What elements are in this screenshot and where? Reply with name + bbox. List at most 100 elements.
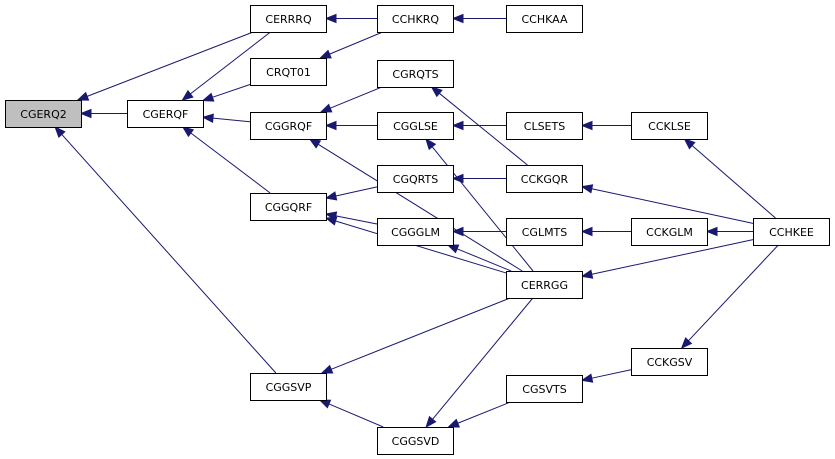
edge-cerrgg-to-cggsvp xyxy=(320,297,511,374)
arrowhead-icon xyxy=(580,184,594,194)
node-cchkaa[interactable]: CCHKAA xyxy=(506,5,583,33)
node-cckgqr[interactable]: CCKGQR xyxy=(506,165,583,193)
node-cckgsv[interactable]: CCKGSV xyxy=(631,348,708,376)
arrowhead-icon xyxy=(580,373,594,383)
node-label: CGSVTS xyxy=(522,383,566,396)
edge-line xyxy=(591,188,754,224)
node-clsets[interactable]: CLSETS xyxy=(506,112,583,140)
arrowhead-icon xyxy=(451,13,464,24)
arrowhead-icon xyxy=(680,337,693,349)
edge-cgerqf-to-cgerq2 xyxy=(79,108,127,119)
edge-cckglm-to-cglmts xyxy=(580,226,631,237)
edge-cerrgg-to-cgglse xyxy=(425,137,534,272)
node-cggqrf[interactable]: CGGQRF xyxy=(250,193,327,221)
node-box xyxy=(506,5,583,33)
edge-crqt01-to-cgerqf xyxy=(201,84,251,102)
node-cgerqf[interactable]: CGERQF xyxy=(127,100,204,128)
node-ccklse[interactable]: CCKLSE xyxy=(631,112,708,140)
node-label: CGGSVP xyxy=(266,381,312,394)
edge-line xyxy=(61,134,277,374)
arrowhead-icon xyxy=(54,125,66,138)
arrowhead-icon xyxy=(451,120,464,131)
node-cckglm[interactable]: CCKGLM xyxy=(631,218,708,246)
arrowhead-icon xyxy=(446,244,460,254)
node-label: CERRGG xyxy=(521,279,568,292)
node-box xyxy=(377,60,454,88)
node-box xyxy=(377,112,454,140)
arrowhead-icon xyxy=(181,89,194,101)
edge-line xyxy=(457,401,511,424)
edge-cgrqts-to-cggrqf xyxy=(319,86,383,113)
node-cgsvts[interactable]: CGSVTS xyxy=(506,375,583,403)
arrowhead-icon xyxy=(580,120,593,131)
edge-cggsvp-to-cgerq2 xyxy=(54,125,277,374)
node-cgqrts[interactable]: CGQRTS xyxy=(377,165,454,193)
arrowhead-icon xyxy=(201,113,214,123)
node-box xyxy=(377,165,454,193)
edge-cchkrq-to-cerrrq xyxy=(324,13,377,24)
arrowhead-icon xyxy=(318,399,332,409)
node-cggglm[interactable]: CGGGLM xyxy=(377,218,454,246)
edge-cerrrq-to-cgerq2 xyxy=(76,31,254,101)
node-box xyxy=(250,112,327,140)
edge-cerrgg-to-cggrqf xyxy=(308,138,523,272)
node-cerrrq[interactable]: CERRRQ xyxy=(250,5,327,33)
edge-line xyxy=(86,31,254,97)
edge-line xyxy=(190,31,271,95)
arrowhead-icon xyxy=(201,92,215,102)
edge-cckgqr-to-cgrqts xyxy=(430,86,528,166)
node-label: CRQT01 xyxy=(266,66,311,79)
node-label: CGGRQF xyxy=(265,120,312,133)
edge-line xyxy=(212,84,251,98)
arrowhead-icon xyxy=(580,269,594,279)
edge-line xyxy=(212,117,251,123)
edge-cckgsv-to-cgsvts xyxy=(580,369,632,383)
node-box xyxy=(506,218,583,246)
arrowhead-icon xyxy=(451,226,464,237)
node-label: CCKGSV xyxy=(647,356,693,369)
edge-line xyxy=(591,369,632,379)
node-box xyxy=(250,373,327,401)
node-label: CCHKEE xyxy=(769,226,814,239)
node-cchkrq[interactable]: CCHKRQ xyxy=(377,5,454,33)
node-crqt01[interactable]: CRQT01 xyxy=(250,58,327,86)
edge-clsets-to-cgglse xyxy=(451,120,506,131)
edge-line xyxy=(432,297,534,420)
node-cgerq2[interactable]: CGERQ2 xyxy=(5,100,82,128)
node-cgrqts[interactable]: CGRQTS xyxy=(377,60,454,88)
edge-cchkee-to-ccklse xyxy=(683,138,776,219)
arrowhead-icon xyxy=(447,418,461,428)
edge-cerrrq-to-cgerqf xyxy=(181,31,271,101)
edge-cerrgg-to-cggqrf xyxy=(324,216,507,274)
node-label: CLSETS xyxy=(524,120,565,133)
node-cggrqf[interactable]: CGGRQF xyxy=(250,112,327,140)
arrowhead-icon xyxy=(79,108,92,119)
node-box xyxy=(377,218,454,246)
edge-ccklse-to-clsets xyxy=(580,120,631,131)
node-cggsvd[interactable]: CGGSVD xyxy=(377,427,454,455)
arrowhead-icon xyxy=(580,226,593,237)
node-label: CGGQRF xyxy=(265,201,312,214)
arrowhead-icon xyxy=(319,49,332,59)
node-label: CGLMTS xyxy=(522,226,568,239)
node-label: CGRQTS xyxy=(392,68,438,81)
arrowhead-icon xyxy=(324,191,338,201)
node-cgglse[interactable]: CGGLSE xyxy=(377,112,454,140)
edge-line xyxy=(328,403,384,428)
node-label: CCKGQR xyxy=(521,173,569,186)
node-label: CCKGLM xyxy=(646,226,693,239)
arrowhead-icon xyxy=(451,173,464,184)
node-label: CGGSVD xyxy=(392,435,440,448)
edge-cggsvd-to-cggsvp xyxy=(318,399,384,428)
node-cchkee[interactable]: CCHKEE xyxy=(753,218,830,246)
edge-cgqrts-to-cggqrf xyxy=(324,186,378,201)
node-box xyxy=(377,5,454,33)
edge-cerrgg-to-cggsvd xyxy=(425,297,534,429)
node-cggsvp[interactable]: CGGSVP xyxy=(250,373,327,401)
edge-line xyxy=(329,31,383,55)
node-cglmts[interactable]: CGLMTS xyxy=(506,218,583,246)
node-box xyxy=(377,427,454,455)
edge-line xyxy=(591,239,754,275)
node-cerrgg[interactable]: CERRGG xyxy=(506,271,583,299)
